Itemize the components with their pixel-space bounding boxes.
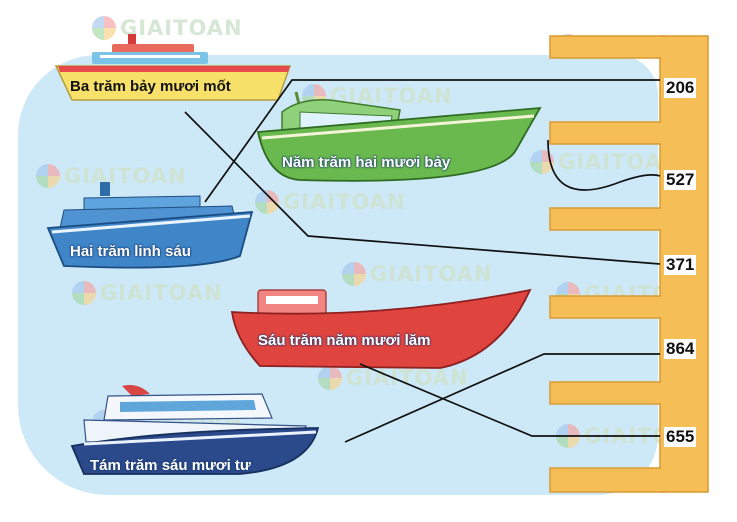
- line-655: [359, 363, 660, 437]
- watermark-logo-icon: [72, 281, 96, 305]
- ship-navy: [70, 385, 320, 475]
- ship-yellow: [54, 34, 292, 101]
- ruler-number: 527: [664, 170, 697, 190]
- ruler-number: 655: [664, 427, 697, 447]
- ruler-number: 864: [664, 339, 697, 359]
- watermark: GIAITOAN: [36, 164, 187, 188]
- ship-label: Ba trăm bảy mươi mốt: [70, 78, 231, 95]
- ship-green: [256, 91, 542, 182]
- ship-label: Hai trăm linh sáu: [70, 243, 191, 260]
- line-371: [184, 111, 661, 265]
- ship-label: Sáu trăm năm mươi lăm: [258, 332, 431, 349]
- watermark-logo-icon: [318, 366, 342, 390]
- ship-label: Năm trăm hai mươi bảy: [282, 154, 451, 171]
- watermark-logo-icon: [342, 262, 366, 286]
- watermark: GIAITOAN: [318, 366, 469, 390]
- watermark: GIAITOAN: [72, 281, 223, 305]
- line-206: [204, 79, 660, 203]
- watermark: GIAITOAN: [92, 16, 243, 40]
- watermark: GIAITOAN: [342, 262, 493, 286]
- watermark-logo-icon: [36, 164, 60, 188]
- connecting-lines: [184, 79, 661, 443]
- ship-blue: [46, 182, 254, 269]
- line-864: [344, 353, 660, 443]
- watermark: GIAITOAN: [255, 190, 406, 214]
- watermark-logo-icon: [92, 16, 116, 40]
- ruler-number: 206: [664, 78, 697, 98]
- line-527: [547, 139, 661, 191]
- ship-label: Tám trăm sáu mươi tư: [90, 457, 251, 474]
- ruler-number: 371: [664, 255, 697, 275]
- ship-red: [230, 288, 532, 369]
